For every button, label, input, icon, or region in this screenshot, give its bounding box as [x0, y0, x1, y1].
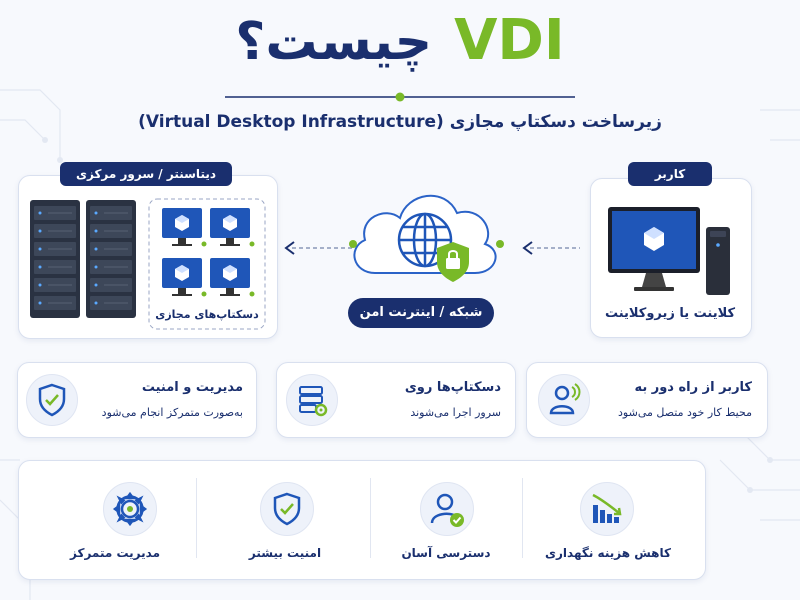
server-gear-icon [299, 386, 328, 417]
feature-title-2: دسکتاپ‌ها روی [404, 380, 501, 395]
title-persian: چیست؟ [235, 12, 433, 72]
feature-desc-2: سرور اجرا می‌شوند [410, 406, 501, 419]
remote-user-icon [549, 383, 581, 415]
secure-cloud-icon [349, 194, 504, 282]
benefit-label-1: مدیریت متمرکز [70, 546, 160, 560]
server-rack-icon [30, 200, 136, 318]
feature-icon-circle-2 [286, 374, 338, 426]
benefit-icon-circle-2 [260, 482, 314, 536]
benefit-label-2: امنیت بیشتر [248, 546, 322, 560]
feature-icon-circle-3 [538, 374, 590, 426]
subtitle: زیرساخت دسکتاپ مجازی (Virtual Desktop In… [138, 112, 662, 132]
benefit-divider [522, 478, 523, 558]
feature-title-3: کاربر از راه دور به [634, 380, 752, 395]
feature-desc-1: به‌صورت متمرکز انجام می‌شود [101, 406, 243, 419]
cost-down-chart-icon [592, 493, 622, 523]
shield-check-icon [273, 492, 301, 526]
network-label: شبکه / اینترنت امن [348, 298, 494, 328]
benefit-divider [370, 478, 371, 558]
user-tag: کاربر [628, 162, 712, 186]
datacenter-tag: دیتاسنتر / سرور مرکزی [60, 162, 232, 186]
benefit-divider [196, 478, 197, 558]
feature-desc-3: محیط کار خود متصل می‌شود [618, 406, 752, 419]
arrow-to-datacenter [284, 241, 352, 255]
benefit-label-4: کاهش هزینه نگهداری [545, 546, 671, 560]
feature-icon-circle-1 [26, 374, 78, 426]
arrow-to-cloud [522, 241, 580, 255]
feature-title-1: مدیریت و امنیت [141, 380, 243, 395]
page-title: چیست؟ VDI [0, 8, 800, 88]
benefit-icon-circle-3 [420, 482, 474, 536]
benefit-icon-circle-1 [103, 482, 157, 536]
client-label: کلاینت یا زیروکلاینت [604, 306, 736, 321]
benefit-label-3: دسترسی آسان [401, 546, 491, 560]
user-check-icon [430, 493, 464, 527]
title-vdi: VDI [454, 8, 565, 73]
virtual-desktops-group [148, 198, 266, 330]
shield-check-icon [38, 383, 66, 417]
benefit-icon-circle-4 [580, 482, 634, 536]
client-computer-icon [608, 207, 730, 295]
virtual-desktops-label: دسکتاپ‌های مجازی [155, 308, 259, 321]
title-underline [225, 92, 575, 102]
gear-icon [112, 491, 148, 527]
